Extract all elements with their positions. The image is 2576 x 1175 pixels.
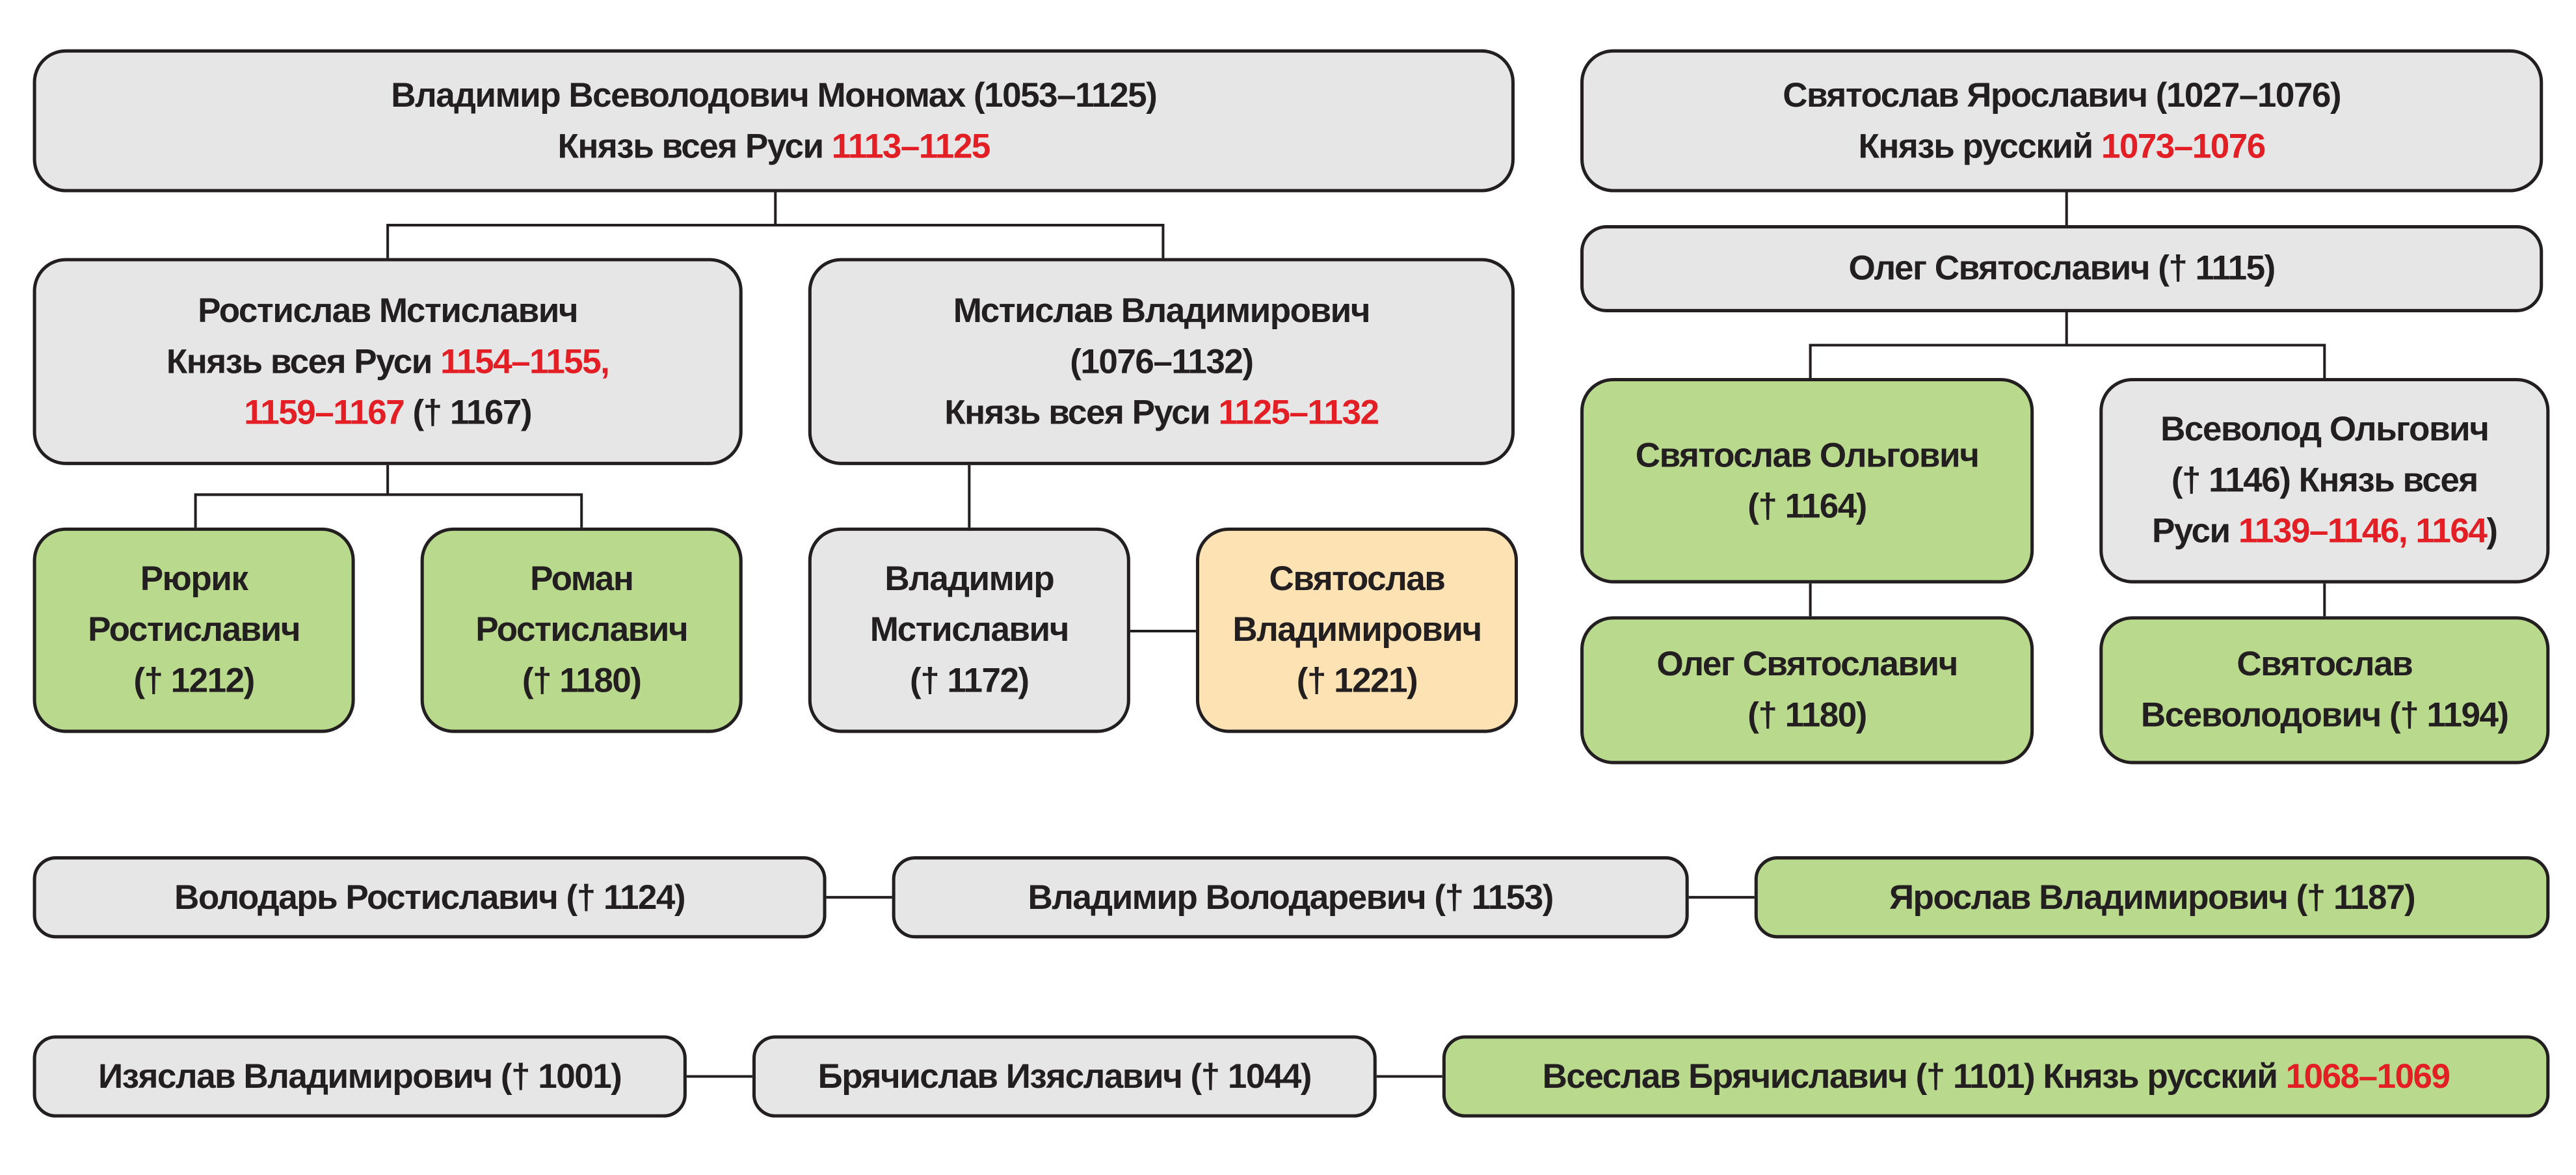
title-text: Князь всея Руси: [166, 342, 441, 381]
node-line: Рюрик: [140, 560, 248, 599]
node-line: Князь всея Руси 1113–1125: [557, 121, 991, 172]
closing-paren: ): [2486, 513, 2498, 551]
node-line: Ярослав Владимирович († 1187): [1889, 878, 2416, 917]
node-line: Володарь Ростиславич († 1124): [174, 878, 686, 917]
title-text: Князь всея Руси: [557, 127, 832, 165]
reign-years: 1159–1167: [244, 393, 405, 432]
node-vladimir-mstislavich: Владимир Мстиславич († 1172): [808, 527, 1130, 733]
connector-rostislav-bar: [194, 493, 583, 528]
node-yaroslav-vladimirovich: Ярослав Владимирович († 1187): [1754, 856, 2550, 939]
node-svyatoslav-olgovich: Святослав Ольгович († 1164): [1580, 377, 2034, 584]
node-line: Святослав: [2237, 645, 2413, 684]
node-vladimir-monomakh: Владимир Всеволодович Мономах (1053–1125…: [33, 49, 1515, 193]
node-line: Святослав Ярославич (1027–1076): [1783, 76, 2341, 115]
node-line: Брячислав Изяславич († 1044): [817, 1057, 1312, 1096]
reign-years: 1154–1155,: [440, 342, 610, 381]
reign-years: 1125–1132: [1218, 393, 1379, 432]
node-line: Владимир Всеволодович Мономах (1053–1125…: [391, 76, 1158, 115]
connector-oleg-bar: [1809, 344, 2326, 378]
node-volodar-rostislavich: Володарь Ростиславич († 1124): [33, 856, 827, 939]
node-line: Святослав Ольгович: [1635, 436, 1980, 474]
node-line: († 1164): [1747, 487, 1867, 526]
node-line: Ростислав Мстиславич: [198, 291, 578, 330]
title-text: Князь всея Руси: [944, 393, 1219, 432]
node-svyatoslav-vladimirovich: Святослав Владимирович († 1221): [1195, 527, 1519, 733]
node-line: Князь всея Руси 1125–1132: [944, 387, 1379, 438]
node-oleg-svyatoslavich: Олег Святославич († 1115): [1580, 225, 2543, 312]
node-line: 1159–1167 († 1167): [244, 387, 532, 438]
node-line: Мстиславич: [870, 611, 1070, 649]
node-line: Святослав: [1269, 560, 1446, 599]
node-line: Ростиславич: [475, 611, 688, 649]
node-line: Всеслав Брячиславич († 1101) Князь русск…: [1543, 1051, 2450, 1101]
node-line: Владимирович: [1232, 611, 1482, 649]
connector-monomakh-bar: [386, 224, 1165, 258]
node-line: (1076–1132): [1070, 342, 1254, 381]
node-mstislav-vladimirovich: Мстислав Владимирович (1076–1132) Князь …: [808, 258, 1515, 465]
node-line: († 1180): [522, 662, 642, 701]
node-line: († 1146) Князь всея: [2171, 461, 2478, 500]
title-text: Руси: [2152, 513, 2238, 551]
death-year: († 1167): [404, 393, 532, 432]
node-vladimir-volodarevich: Владимир Володаревич († 1153): [892, 856, 1689, 939]
node-line: Князь всея Руси 1154–1155,: [166, 336, 610, 387]
node-vseslav-bryachislavich: Всеслав Брячиславич († 1101) Князь русск…: [1442, 1035, 2550, 1118]
node-line: († 1172): [910, 662, 1029, 701]
node-roman-rostislavich: Роман Ростиславич († 1180): [420, 527, 743, 733]
node-line: († 1221): [1296, 662, 1418, 701]
node-izyaslav-vladimirovich: Изяслав Владимирович († 1001): [33, 1035, 687, 1118]
node-line: Мстислав Владимирович: [953, 291, 1371, 330]
node-line: Олег Святославич: [1656, 645, 1958, 684]
node-line: († 1212): [133, 662, 255, 701]
node-line: Владимир Володаревич († 1153): [1028, 878, 1554, 917]
name-text: Всеслав Брячиславич († 1101) Князь русск…: [1542, 1057, 2286, 1096]
node-svyatoslav-yaroslavich: Святослав Ярославич (1027–1076) Князь ру…: [1580, 49, 2543, 193]
node-line: Всеволодович († 1194): [2140, 697, 2509, 735]
reign-years: 1113–1125: [831, 127, 991, 165]
reign-years: 1139–1146, 1164: [2238, 513, 2488, 551]
node-vsevolod-olgovich: Всеволод Ольгович († 1146) Князь всея Ру…: [2099, 377, 2550, 584]
node-line: Ростиславич: [88, 611, 300, 649]
node-line: († 1180): [1747, 697, 1867, 735]
node-ryurik-rostislavich: Рюрик Ростиславич († 1212): [33, 527, 355, 733]
node-bryachislav-izyaslavich: Брячислав Изяславич († 1044): [752, 1035, 1377, 1118]
reign-years: 1073–1076: [2101, 127, 2266, 165]
node-line: Князь русский 1073–1076: [1858, 121, 2266, 172]
node-oleg-svyatoslavich-1180: Олег Святославич († 1180): [1580, 616, 2034, 764]
node-rostislav-mstislavich: Ростислав Мстиславич Князь всея Руси 115…: [33, 258, 743, 465]
node-line: Олег Святославич († 1115): [1848, 249, 2276, 288]
node-line: Всеволод Ольгович: [2160, 411, 2490, 449]
node-line: Изяслав Владимирович († 1001): [98, 1057, 622, 1096]
node-svyatoslav-vsevolodovich: Святослав Всеволодович († 1194): [2099, 616, 2550, 764]
node-line: Владимир: [884, 560, 1054, 599]
node-line: Роман: [530, 560, 634, 599]
node-line: Руси 1139–1146, 1164): [2152, 506, 2498, 557]
reign-years: 1068–1069: [2285, 1057, 2450, 1096]
title-text: Князь русский: [1858, 127, 2101, 165]
